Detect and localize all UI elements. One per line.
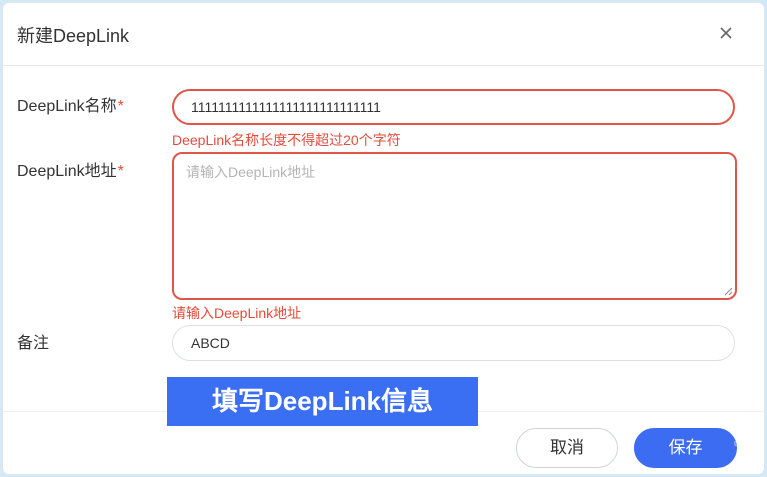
deeplink-url-error: 请输入DeepLink地址 <box>172 305 302 321</box>
remark-input[interactable]: ABCD <box>172 325 735 361</box>
save-button[interactable]: 保存 <box>634 428 737 468</box>
new-deeplink-dialog: 新建DeepLink DeepLink名称* 11111111111111111… <box>3 3 764 474</box>
close-icon[interactable] <box>716 23 736 43</box>
required-mark: * <box>117 98 124 115</box>
deeplink-url-label: DeepLink地址* <box>17 157 124 181</box>
deeplink-name-label-text: DeepLink名称 <box>17 98 117 115</box>
remark-value: ABCD <box>191 335 230 351</box>
deeplink-url-textarea[interactable]: 请输入DeepLink地址 <box>172 152 737 300</box>
info-banner: 填写DeepLink信息 <box>167 377 478 426</box>
deeplink-url-label-text: DeepLink地址 <box>17 163 117 180</box>
resize-handle-icon[interactable] <box>723 286 733 296</box>
deeplink-name-input[interactable]: 1111111111111111111111111111 <box>172 89 735 125</box>
deeplink-url-placeholder: 请输入DeepLink地址 <box>186 164 316 180</box>
deeplink-name-value: 1111111111111111111111111111 <box>191 99 381 115</box>
deeplink-name-label: DeepLink名称* <box>17 92 124 116</box>
dialog-header: 新建DeepLink <box>3 3 764 66</box>
dialog-title: 新建DeepLink <box>17 26 130 46</box>
watermark-line2: uxuon.r <box>733 438 764 448</box>
watermark: 自 uxuon.r <box>714 427 764 453</box>
deeplink-name-error: DeepLink名称长度不得超过20个字符 <box>172 132 401 148</box>
watermark-line1: 自 <box>754 427 764 437</box>
required-mark: * <box>117 163 124 180</box>
cancel-button[interactable]: 取消 <box>516 428 618 468</box>
remark-label: 备注 <box>17 335 50 352</box>
